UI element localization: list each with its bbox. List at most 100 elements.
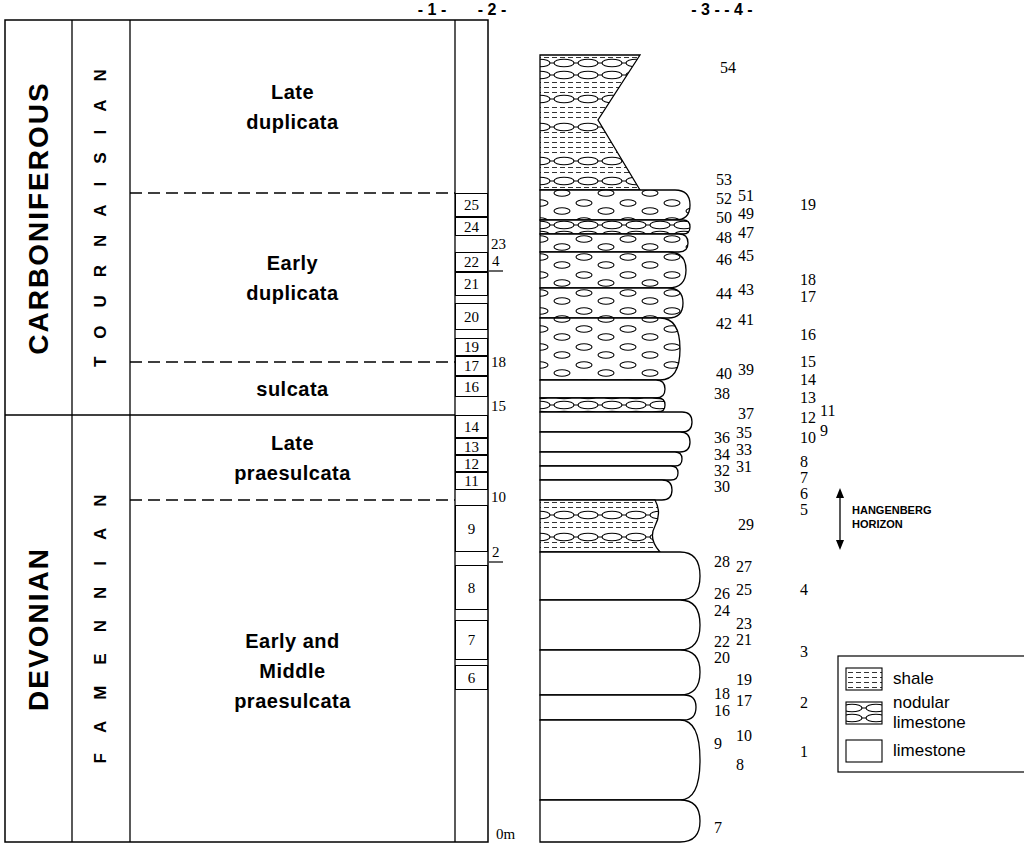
legend-entry: nodular limestone bbox=[893, 693, 966, 732]
strata-drawing bbox=[836, 488, 844, 498]
bed-number: 8 bbox=[736, 756, 744, 774]
zone-cell: Late praesulcata bbox=[130, 415, 455, 500]
legend-text: limestone bbox=[893, 741, 966, 760]
bed-number: 18 bbox=[714, 685, 730, 703]
bed-number: 6 bbox=[468, 671, 476, 685]
strata-drawing bbox=[540, 720, 700, 800]
sample-number: 13 bbox=[800, 389, 816, 407]
bed-box: 6 bbox=[455, 665, 488, 690]
bed-number: 24 bbox=[464, 220, 479, 234]
sample-number: 7 bbox=[800, 469, 808, 487]
strata-drawing bbox=[540, 288, 683, 318]
strata-drawing bbox=[846, 740, 882, 762]
strata-drawing bbox=[540, 190, 692, 500]
bed-box: 9 bbox=[455, 505, 488, 552]
bed-number: 34 bbox=[714, 446, 730, 464]
bed-number: 19 bbox=[464, 340, 479, 354]
bed-box: 11 bbox=[455, 472, 488, 490]
bed-number: 35 bbox=[736, 424, 752, 442]
meter-mark: 4 bbox=[492, 253, 500, 270]
bed-number: 17 bbox=[736, 692, 752, 710]
sample-number: 11 bbox=[820, 402, 835, 420]
bed-number: 36 bbox=[714, 429, 730, 447]
sample-number: 4 bbox=[800, 581, 808, 599]
bed-number: 46 bbox=[716, 251, 732, 269]
bed-number: 19 bbox=[736, 671, 752, 689]
strata-drawing bbox=[540, 380, 665, 398]
bed-number: 49 bbox=[738, 205, 754, 223]
column-header: - 1 - bbox=[418, 1, 446, 19]
bed-box: 14 bbox=[455, 415, 488, 438]
zone-cell: Late duplicata bbox=[130, 20, 455, 193]
strata-drawing bbox=[129, 20, 130, 842]
strata-drawing bbox=[540, 532, 665, 542]
bed-number: 9 bbox=[468, 522, 476, 536]
strata-drawing bbox=[540, 510, 665, 520]
bed-number: 7 bbox=[714, 819, 722, 837]
strata-drawing bbox=[71, 20, 72, 842]
bed-number: 48 bbox=[716, 229, 732, 247]
strata-drawing bbox=[540, 452, 682, 466]
strata-drawing bbox=[540, 156, 650, 166]
bed-box: 24 bbox=[455, 217, 488, 236]
strata-drawing bbox=[540, 58, 650, 68]
sample-number: 1 bbox=[800, 743, 808, 761]
strata-drawing bbox=[130, 361, 455, 362]
bed-number: 22 bbox=[714, 633, 730, 651]
bed-number: 21 bbox=[464, 277, 479, 291]
bed-number: 43 bbox=[738, 281, 754, 299]
strata-drawing bbox=[540, 70, 650, 80]
bed-number: 17 bbox=[464, 359, 479, 373]
strata-drawing bbox=[540, 500, 660, 552]
strata-drawing bbox=[540, 234, 688, 252]
legend-text: nodular limestone bbox=[893, 693, 966, 732]
bed-number: 10 bbox=[491, 489, 506, 506]
strata-drawing bbox=[540, 510, 665, 520]
bed-number: 31 bbox=[736, 458, 752, 476]
bed-number: 52 bbox=[716, 190, 732, 208]
bed-number: 7 bbox=[468, 633, 476, 647]
system-name: DEVONIAN bbox=[23, 547, 55, 711]
bed-number: 33 bbox=[736, 441, 752, 459]
strata-drawing bbox=[5, 20, 488, 842]
sample-number: 15 bbox=[800, 353, 816, 371]
stage-name: TOURNAISIAN bbox=[91, 51, 111, 385]
sample-number: 2 bbox=[800, 694, 808, 712]
bed-number: 30 bbox=[714, 478, 730, 496]
strata-drawing bbox=[540, 600, 700, 650]
strata-drawing bbox=[130, 192, 455, 193]
strata-drawing bbox=[489, 561, 503, 562]
sample-number: 17 bbox=[800, 288, 816, 306]
legend-entry: limestone bbox=[893, 741, 966, 761]
shale-unit bbox=[540, 55, 650, 190]
strata-drawing bbox=[846, 703, 882, 723]
stage-name: FAMENNIAN bbox=[91, 473, 111, 784]
strata-drawing bbox=[540, 122, 650, 132]
legend-entry: shale bbox=[893, 669, 934, 689]
zone-name: Early duplicata bbox=[246, 248, 338, 308]
sample-number: 9 bbox=[820, 422, 828, 440]
meter-mark: 0m bbox=[496, 826, 515, 843]
zone-cell: sulcata bbox=[130, 362, 455, 415]
strata-drawing bbox=[540, 398, 665, 412]
bed-box: 21 bbox=[455, 272, 488, 296]
bed-number: 32 bbox=[714, 462, 730, 480]
bed-number: 12 bbox=[464, 457, 479, 471]
stage-cell: FAMENNIAN bbox=[72, 415, 130, 842]
bed-number: 28 bbox=[714, 553, 730, 571]
bed-number: 39 bbox=[738, 361, 754, 379]
bed-number: 47 bbox=[738, 224, 754, 242]
system-cell: CARBONIFEROUS bbox=[5, 20, 72, 415]
zone-name: sulcata bbox=[256, 374, 328, 404]
system-name: CARBONIFEROUS bbox=[23, 81, 55, 354]
sample-number: 18 bbox=[800, 271, 816, 289]
strata-drawing bbox=[540, 55, 650, 190]
bed-number: 38 bbox=[714, 385, 730, 403]
bed-box: 12 bbox=[455, 455, 488, 472]
bed-number: 20 bbox=[714, 649, 730, 667]
bed-number: 18 bbox=[491, 354, 506, 371]
strata-drawing bbox=[540, 480, 672, 500]
sample-number: 14 bbox=[800, 371, 816, 389]
